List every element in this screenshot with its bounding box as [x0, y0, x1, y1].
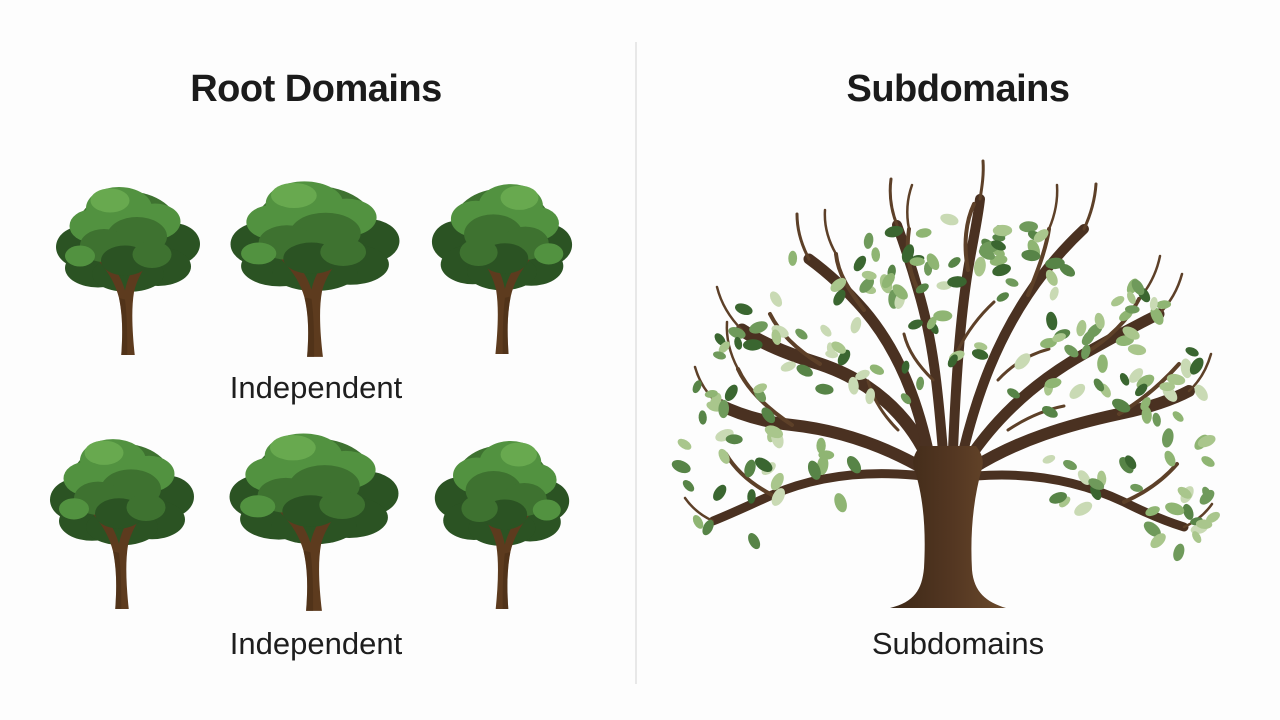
independent-label-row2: Independent [229, 626, 403, 661]
root-domain-tree-icon-5 [226, 424, 402, 614]
subdomain-branches [683, 159, 1214, 532]
panel-divider [635, 42, 637, 684]
root-domains-title: Root Domains [190, 68, 442, 110]
root-domain-tree-icon-3 [429, 175, 575, 357]
subdomains-caption: Subdomains [871, 626, 1045, 661]
independent-label-row1: Independent [229, 370, 403, 405]
subdomains-title: Subdomains [846, 68, 1070, 110]
root-domain-tree-icon-4 [47, 430, 197, 612]
root-domain-tree-icon-6 [432, 432, 572, 612]
root-domain-tree-icon-2 [227, 172, 403, 360]
root-domain-tree-icon-1 [53, 178, 203, 358]
subdomain-tree-trunk [890, 446, 1006, 608]
subdomain-leaves [671, 213, 1220, 562]
subdomain-tree-illustration [671, 159, 1220, 608]
